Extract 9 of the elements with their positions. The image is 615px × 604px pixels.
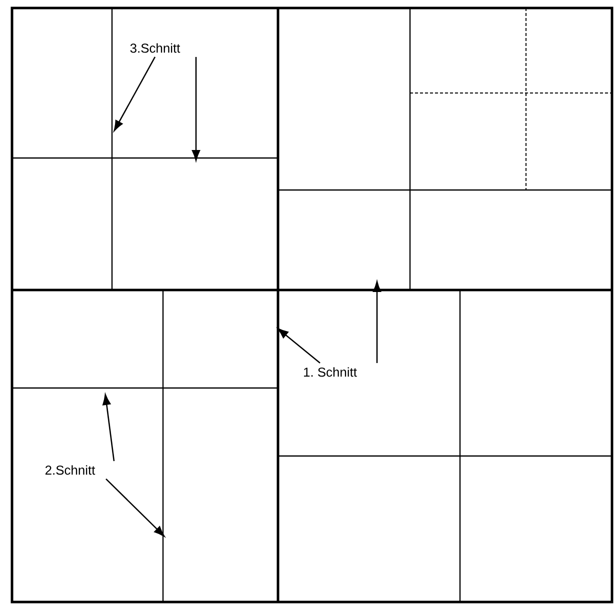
- leader-arrow: [106, 478, 165, 537]
- leader-arrow: [192, 56, 200, 161]
- leader-arrow: [372, 281, 382, 364]
- label: 2.Schnitt: [40, 461, 100, 479]
- label: 3.Schnitt: [126, 39, 184, 57]
- leader-arrow: [114, 56, 156, 132]
- leader-arrow: [278, 328, 320, 364]
- leader-arrow: [102, 394, 115, 462]
- label: 1. Schnitt: [299, 363, 361, 381]
